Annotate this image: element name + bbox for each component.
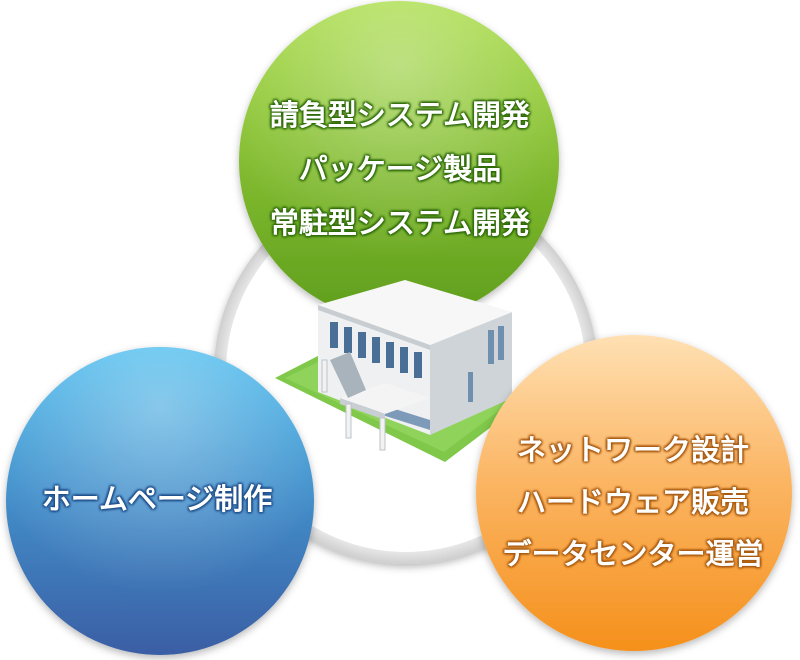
orange-circle-text: ネットワーク設計 ハードウェア販売 データセンター運営 — [478, 424, 788, 580]
green-circle — [239, 1, 559, 321]
orange-circle — [476, 335, 792, 651]
blue-circle — [6, 347, 314, 655]
blue-line-1: ホームページ制作 — [41, 482, 273, 516]
green-line-2: パッケージ製品 — [298, 152, 502, 186]
orange-line-1: ネットワーク設計 — [516, 433, 749, 467]
blue-circle-text: ホームページ制作 — [12, 477, 302, 521]
orange-line-2: ハードウェア販売 — [516, 485, 749, 519]
green-line-3: 常駐型システム開発 — [269, 206, 531, 240]
green-line-1: 請負型システム開発 — [269, 98, 531, 132]
green-circle-text: 請負型システム開発 パッケージ製品 常駐型システム開発 — [250, 88, 550, 250]
orange-line-3: データセンター運営 — [502, 537, 764, 571]
office-building-icon — [275, 280, 520, 462]
